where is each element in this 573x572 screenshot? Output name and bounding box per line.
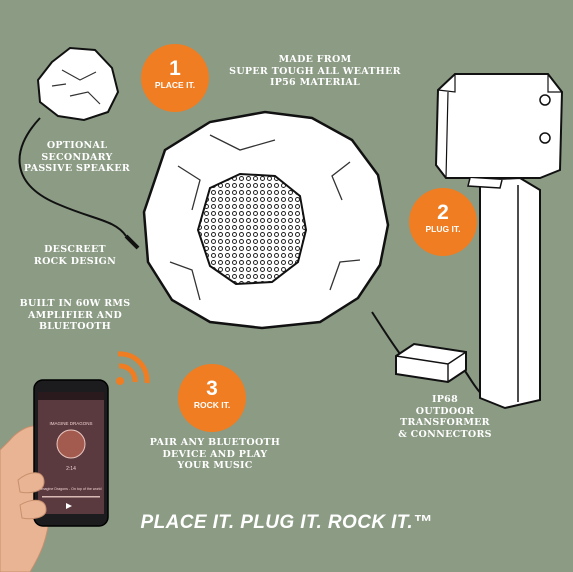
material-label: MADE FROM SUPER TOUGH ALL WEATHER IP56 M… [229,54,401,88]
step-1-label: PLACE IT. [154,80,196,90]
post [479,176,541,410]
hand-holding-phone [0,379,109,572]
rock-design-label: DESCREET ROCK DESIGN [33,244,117,267]
plug-socket-label: OUTDOOR PLUG SOCKET [456,102,538,125]
transformer-label: IP68 OUTDOOR TRANSFORMER & CONNECTORS [398,394,492,440]
phone-title: IMAGINE DRAGONS [49,421,92,426]
speaker-grille [196,172,308,286]
bluetooth-signal-icon [116,351,150,385]
secondary-rock-speaker [36,46,120,122]
step-2-label: PLUG IT. [425,224,461,234]
secondary-speaker-label: OPTIONAL SECONDARY PASSIVE SPEAKER [23,140,131,174]
step-3-badge: 3 ROCK IT. [178,364,246,432]
tagline: PLACE IT. PLUG IT. ROCK IT.™ [140,512,433,533]
step-1-badge: 1 PLACE IT. [141,44,209,112]
pair-bluetooth-label: PAIR ANY BLUETOOTH DEVICE AND PLAY YOUR … [149,437,281,471]
step-2-number: 2 [437,201,449,224]
outdoor-plug-socket [434,73,564,410]
transformer [395,342,467,384]
step-1-number: 1 [169,57,181,80]
phone-track: Imagine Dragons - On top of the world [41,487,102,491]
cable-connector [124,234,140,250]
step-2-badge: 2 PLUG IT. [409,188,477,256]
rock-speaker [142,110,390,330]
step-3-number: 3 [206,377,218,400]
step-3-label: ROCK IT. [193,400,231,410]
amplifier-label: BUILT IN 60W RMS AMPLIFIER AND BLUETOOTH [19,298,131,332]
phone-time: 2:14 [66,466,76,472]
secondary-speaker-cable [18,117,127,237]
